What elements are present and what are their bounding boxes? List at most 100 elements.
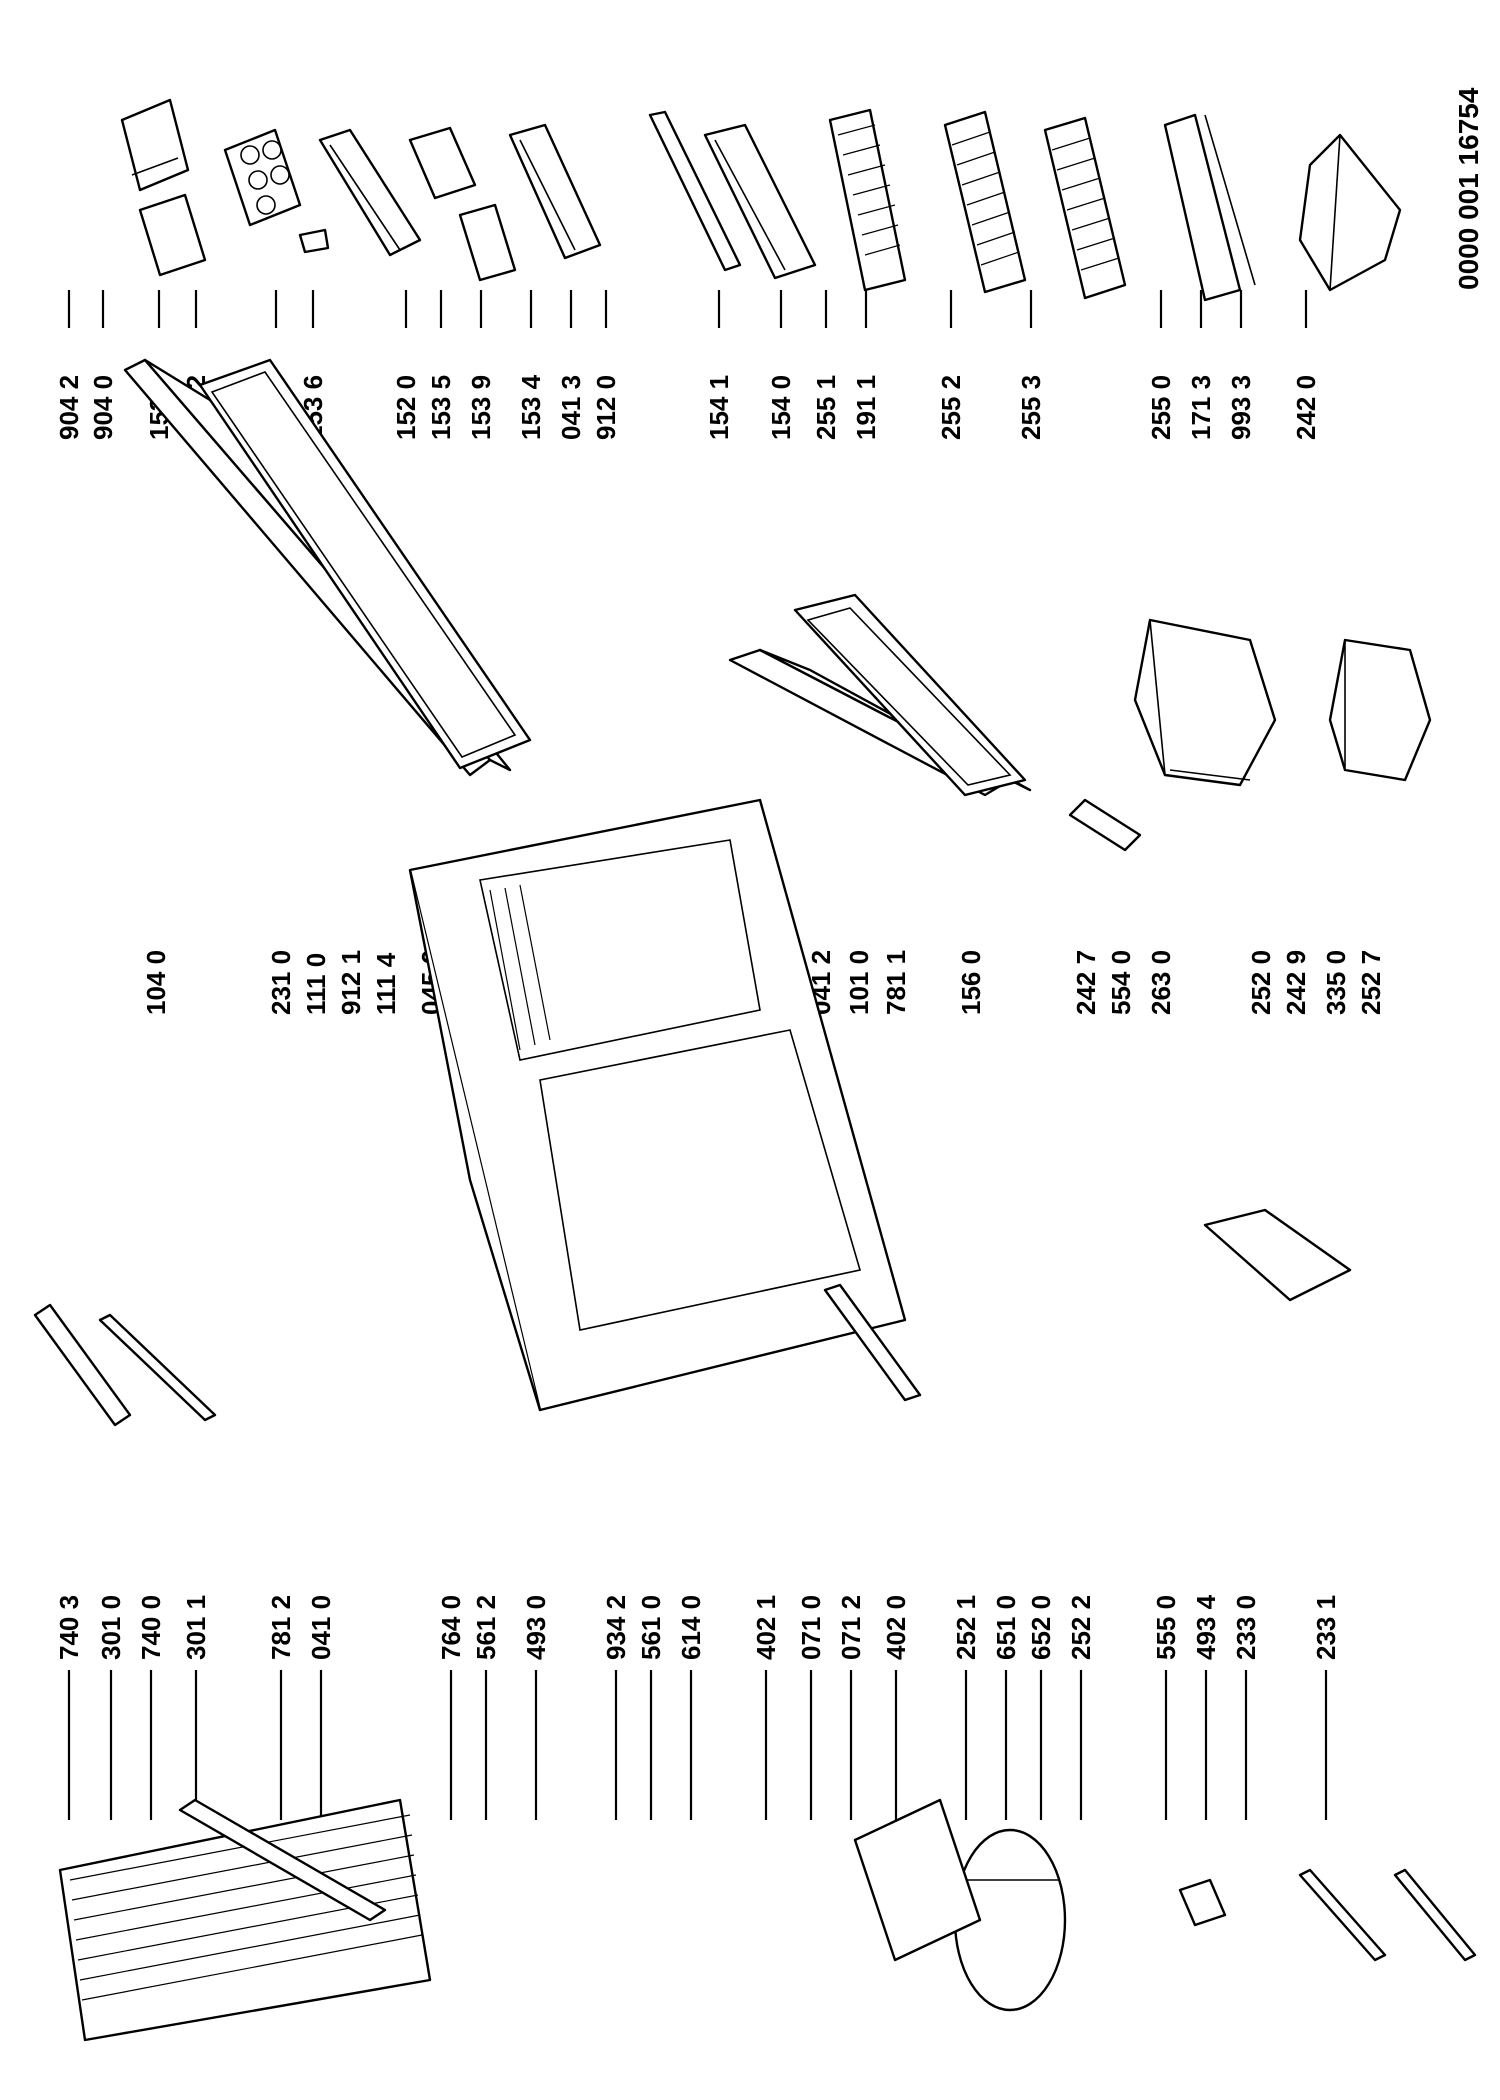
callout-right-top-7: 153 5: [426, 290, 456, 440]
callout-number: 104 0: [141, 950, 171, 1015]
callout-number: 153 5: [426, 375, 456, 440]
callout-left-0: 740 3: [54, 1595, 84, 1820]
callout-number: 156 0: [956, 950, 986, 1015]
callout-left-3: 301 1: [181, 1595, 211, 1820]
part-freezer-gasket: [198, 358, 532, 770]
part-door-bin-small-2: [138, 193, 207, 277]
callout-right-top-6: 152 0: [391, 290, 421, 440]
part-thermostat-252-0: [1203, 1208, 1352, 1302]
callout-right-bottom-6: 255 0: [1146, 290, 1176, 440]
callout-left-20: 555 0: [1151, 1595, 1181, 1820]
callout-left-12: 402 1: [751, 1595, 781, 1820]
callout-number: 041 0: [306, 1595, 336, 1660]
callout-right-bottom-5: 255 3: [1016, 290, 1046, 440]
part-shelf-grid-255-3: [1043, 116, 1127, 300]
callout-left-4: 781 2: [266, 1595, 296, 1820]
callout-number: 041 3: [556, 375, 586, 440]
callout-right-top-11: 912 0: [591, 290, 621, 440]
callout-left-13: 071 0: [796, 1595, 826, 1820]
part-rail-171-3: [1204, 114, 1256, 286]
document-number-group: 0000 001 16754: [1453, 87, 1484, 290]
callout-right-top-0: 904 2: [54, 290, 84, 440]
callout-number: 740 0: [136, 1595, 166, 1660]
part-bar-301-1: [98, 1313, 217, 1422]
callout-number: 561 2: [471, 1595, 501, 1660]
callout-left-5: 041 0: [306, 1595, 336, 1820]
callout-left-22: 233 0: [1231, 1595, 1261, 1820]
callout-number: 402 0: [881, 1595, 911, 1660]
callout-number: 993 3: [1226, 375, 1256, 440]
part-strip-263-0: [1169, 769, 1251, 781]
callout-number: 493 0: [521, 1595, 551, 1660]
part-bar-071-0: [823, 1283, 922, 1402]
callout-middle-23: 252 7: [1356, 950, 1386, 1015]
callout-number: 231 0: [266, 950, 296, 1015]
callout-number: 071 0: [796, 1595, 826, 1660]
callout-right-top-8: 153 9: [466, 290, 496, 440]
callout-right-bottom-8: 993 3: [1226, 290, 1256, 440]
callout-right-top-9: 153 4: [516, 290, 546, 440]
callout-left-21: 493 4: [1191, 1594, 1221, 1820]
part-fridge-gasket: [793, 593, 1027, 797]
callout-number: 561 0: [636, 1595, 666, 1660]
callout-number: 252 7: [1356, 950, 1386, 1015]
part-rod-233-0: [1298, 1868, 1387, 1962]
callout-number: 255 2: [936, 375, 966, 440]
callout-left-18: 652 0: [1026, 1595, 1056, 1820]
part-glass-shelf-255-0: [1163, 113, 1242, 302]
callout-number: 252 1: [951, 1595, 981, 1660]
callout-number: 651 0: [991, 1595, 1021, 1660]
callout-number: 255 3: [1016, 375, 1046, 440]
callout-number: 252 0: [1246, 950, 1276, 1015]
callout-left-16: 252 1: [951, 1595, 981, 1820]
callout-number: 242 9: [1281, 950, 1311, 1015]
part-ice-tray: [1068, 798, 1142, 852]
part-egg-tray: [223, 128, 302, 227]
callout-number: 111 4: [371, 952, 401, 1015]
callout-middle-1: 231 0: [266, 950, 296, 1015]
part-bin-154-0: [703, 123, 817, 280]
callout-number: 111 0: [301, 953, 331, 1015]
callout-number: 301 0: [96, 1595, 126, 1660]
callout-number: 781 2: [266, 1595, 296, 1660]
callout-number: 493 4: [1191, 1594, 1221, 1660]
part-bar-154-1: [648, 110, 742, 272]
callout-middle-19: 263 0: [1146, 950, 1176, 1015]
callout-number: 335 0: [1321, 950, 1351, 1015]
part-crisper-242-0: [1298, 133, 1402, 292]
callout-left-8: 493 0: [521, 1595, 551, 1820]
callout-middle-20: 252 0: [1246, 950, 1276, 1015]
callout-middle-14: 101 0: [844, 950, 874, 1015]
callout-left-14: 071 2: [836, 1595, 866, 1820]
callout-left-23: 233 1: [1311, 1595, 1341, 1820]
callout-right-bottom-0: 154 1: [704, 290, 734, 440]
callout-left-2: 740 0: [136, 1595, 166, 1820]
callout-number: 912 1: [336, 950, 366, 1015]
part-drawings: [33, 98, 1477, 2042]
callout-number: 153 4: [516, 374, 546, 440]
part-rod-233-1: [1393, 1868, 1477, 1962]
callout-number: 904 0: [88, 375, 118, 440]
callout-number: 171 3: [1186, 375, 1216, 440]
callout-number: 242 0: [1291, 375, 1321, 440]
callout-number: 191 1: [851, 375, 881, 440]
callout-number: 255 0: [1146, 375, 1176, 440]
callout-right-bottom-4: 255 2: [936, 290, 966, 440]
callout-number: 781 1: [881, 950, 911, 1015]
part-drawer-242-7: [1133, 618, 1277, 787]
callout-middle-3: 912 1: [336, 950, 366, 1015]
part-rail-781-2: [178, 1798, 387, 1922]
callout-right-bottom-3: 191 1: [851, 290, 881, 440]
callout-number: 154 1: [704, 375, 734, 440]
callout-left-15: 402 0: [881, 1595, 911, 1820]
part-cabinet: [408, 798, 907, 1412]
part-drawer-242-9: [1328, 638, 1432, 782]
callout-right-bottom-2: 255 1: [811, 290, 841, 440]
part-clip: [298, 228, 330, 254]
callout-number: 242 7: [1071, 950, 1101, 1015]
callout-middle-18: 554 0: [1106, 950, 1136, 1015]
callout-number: 912 0: [591, 375, 621, 440]
callout-left-10: 561 0: [636, 1595, 666, 1820]
callout-number: 301 1: [181, 1595, 211, 1660]
part-shelf-grid-255-1: [828, 108, 907, 292]
